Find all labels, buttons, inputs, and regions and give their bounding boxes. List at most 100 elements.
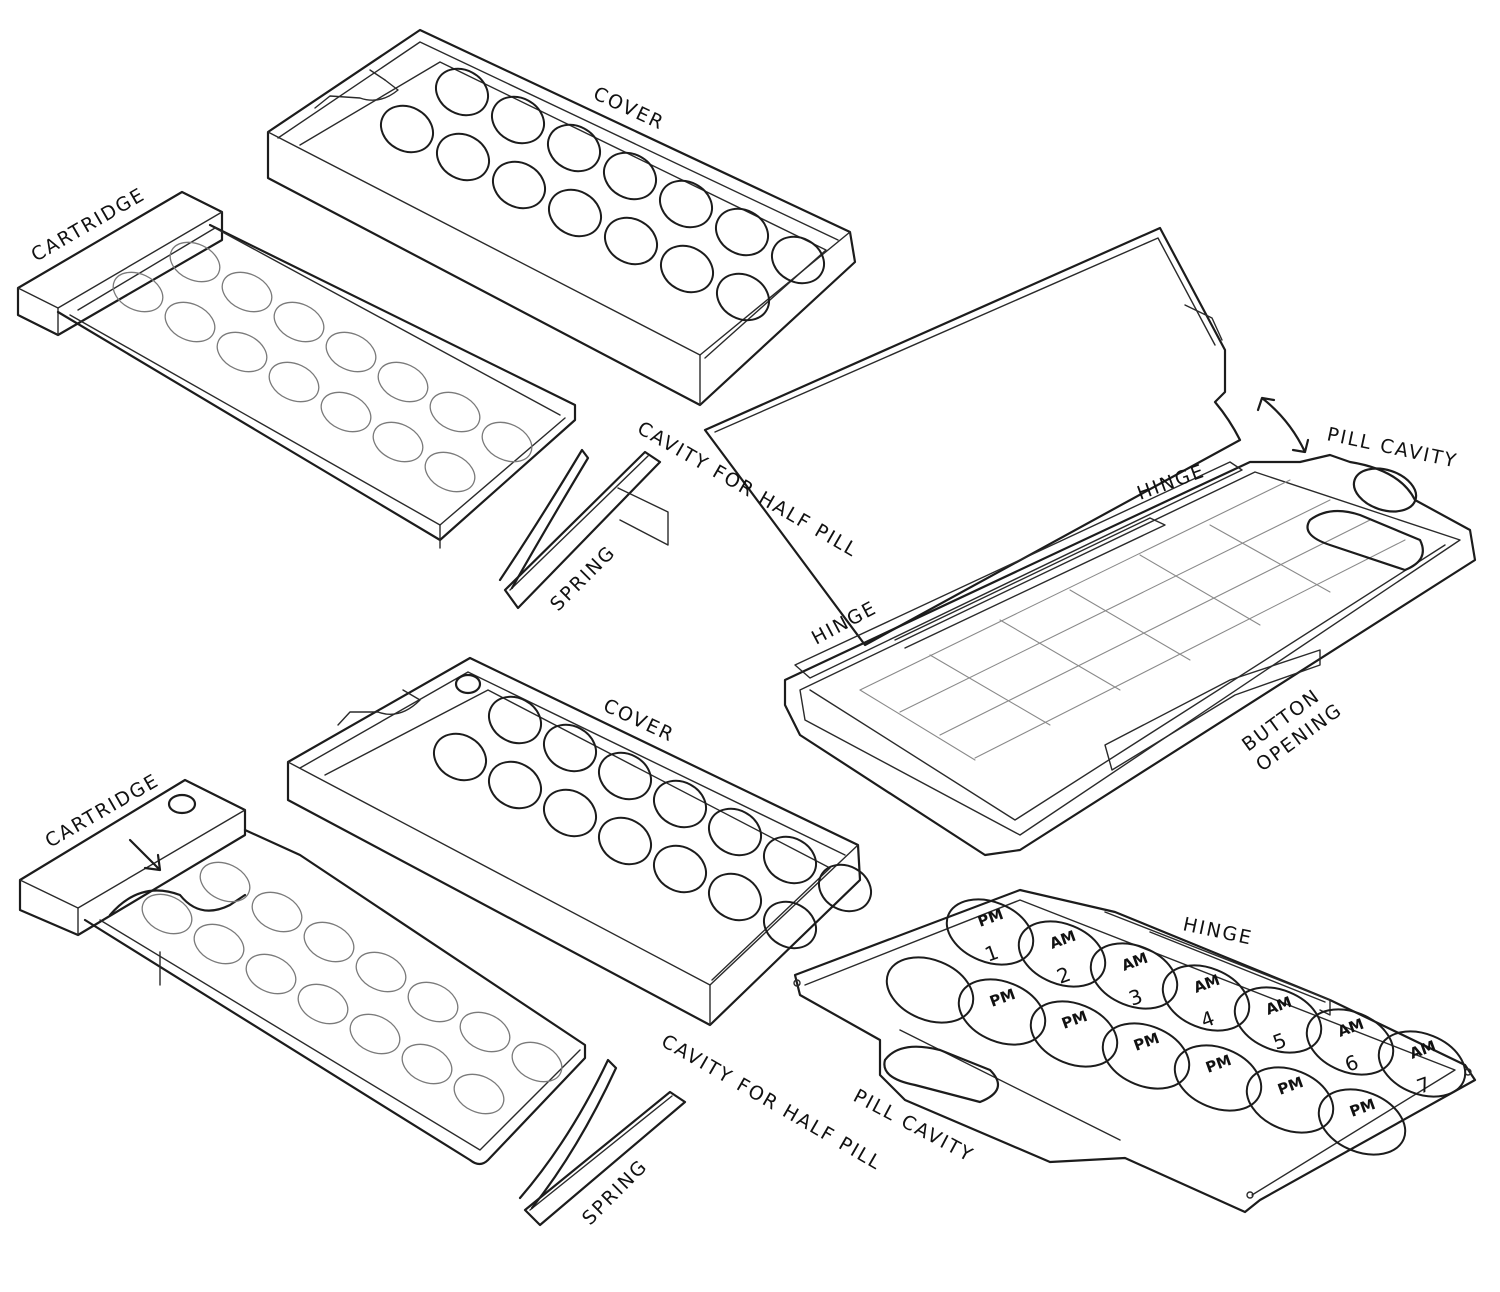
pill-well xyxy=(547,123,601,173)
pill-well xyxy=(325,331,377,373)
tray-cup-pm xyxy=(1317,1088,1407,1156)
pill-well xyxy=(273,301,325,343)
pill-well xyxy=(548,188,602,238)
pill-well xyxy=(268,361,320,403)
cartridge-bottom-label: CARTRIDGE xyxy=(42,769,164,852)
pill-well xyxy=(380,104,434,154)
pill-well xyxy=(763,900,817,950)
cartridge-top-pill-grid xyxy=(112,241,533,493)
tray-cup-am xyxy=(1089,942,1179,1010)
cartridge-bottom-drawing xyxy=(18,778,587,1166)
pill-well xyxy=(492,160,546,210)
pill-well xyxy=(251,891,303,933)
pill-well xyxy=(407,981,459,1023)
cover-top-label: COVER xyxy=(590,83,668,135)
cover-bottom-drawing xyxy=(286,656,862,1027)
pill-well xyxy=(491,95,545,145)
tray-am-pm-marking: PM xyxy=(1203,1051,1234,1077)
tray-am-pm-marking: AM xyxy=(1407,1037,1438,1063)
pill-well xyxy=(715,207,769,257)
tray-cup-am xyxy=(1017,920,1107,988)
pill-well xyxy=(771,235,825,285)
spring-top-drawing xyxy=(498,448,669,610)
pill-well xyxy=(653,779,707,829)
pill-well xyxy=(429,391,481,433)
tray-am-pm-marking: PM xyxy=(1131,1029,1162,1055)
pill-well xyxy=(598,816,652,866)
pill-well xyxy=(216,331,268,373)
tray-cup-am xyxy=(1233,986,1323,1054)
tray-cup-pm xyxy=(885,956,975,1024)
tray-cup-am xyxy=(1161,964,1251,1032)
pill-well xyxy=(433,732,487,782)
pill-well xyxy=(708,872,762,922)
pill-well xyxy=(488,760,542,810)
spring-top-label: SPRING xyxy=(546,541,620,615)
tray-cup-pm xyxy=(1245,1066,1335,1134)
pill-well xyxy=(436,132,490,182)
pill-well xyxy=(604,216,658,266)
pill-well xyxy=(297,983,349,1025)
pill-well xyxy=(164,301,216,343)
pill-well xyxy=(716,272,770,322)
pill-well xyxy=(245,953,297,995)
pill-well xyxy=(763,835,817,885)
pill-well xyxy=(659,179,713,229)
tray-cup-am xyxy=(1305,1008,1395,1076)
pill-well xyxy=(193,923,245,965)
pill-well xyxy=(653,844,707,894)
spring-bottom-drawing xyxy=(518,1058,687,1227)
tray-am-pm-marking: AM xyxy=(1047,927,1078,953)
tray-am-pm-marking: PM xyxy=(1347,1095,1378,1121)
tray-am-pm-marking: AM xyxy=(1119,949,1150,975)
cartridge-top-label: CARTRIDGE xyxy=(28,183,150,266)
pill-well xyxy=(199,861,251,903)
pill-well xyxy=(543,788,597,838)
pill-well xyxy=(708,807,762,857)
pill-well xyxy=(543,723,597,773)
open-case-drawing xyxy=(703,226,1477,857)
pill-well xyxy=(320,391,372,433)
pill-well xyxy=(481,421,533,463)
pill-well xyxy=(372,421,424,463)
pill-well xyxy=(169,241,221,283)
cover-top-pill-grid xyxy=(380,67,825,322)
pill-well xyxy=(598,751,652,801)
tray-am-pm-marking: PM xyxy=(987,985,1018,1011)
pill-well xyxy=(424,451,476,493)
pill-well xyxy=(818,863,872,913)
pill-cavity-right-label: PILL CAVITY xyxy=(1325,423,1460,472)
tray-pill-grid xyxy=(885,898,1467,1156)
pill-well xyxy=(303,921,355,963)
tray-am-pm-marking: PM xyxy=(1275,1073,1306,1099)
tray-cup-pm xyxy=(1029,1000,1119,1068)
pill-well xyxy=(349,1013,401,1055)
cover-top-drawing xyxy=(266,28,857,407)
cartridge-top-drawing xyxy=(16,190,577,549)
pill-well xyxy=(112,271,164,313)
pill-well xyxy=(141,893,193,935)
pill-well xyxy=(488,695,542,745)
tray-am-pm-marking: AM xyxy=(1335,1015,1366,1041)
pill-well xyxy=(511,1041,563,1083)
spring-bottom-label: SPRING xyxy=(578,1155,652,1229)
tray-cup-pm xyxy=(1173,1044,1263,1112)
pill-well xyxy=(377,361,429,403)
tray-am-pm-marking: AM xyxy=(1191,971,1222,997)
cartridge-bottom-pill-grid xyxy=(141,861,563,1115)
cover-bottom-pill-grid xyxy=(433,695,872,950)
tray-cup-pm xyxy=(1101,1022,1191,1090)
tray-cup-am xyxy=(945,898,1035,966)
pill-well xyxy=(603,151,657,201)
pill-well xyxy=(435,67,489,117)
pill-well xyxy=(453,1073,505,1115)
pill-well xyxy=(221,271,273,313)
pill-well xyxy=(660,244,714,294)
pill-well xyxy=(459,1011,511,1053)
tray-am-pm-marking: PM xyxy=(975,905,1006,931)
pill-well xyxy=(355,951,407,993)
tray-cup-pm xyxy=(957,978,1047,1046)
tray-am-pm-marking: PM xyxy=(1059,1007,1090,1033)
